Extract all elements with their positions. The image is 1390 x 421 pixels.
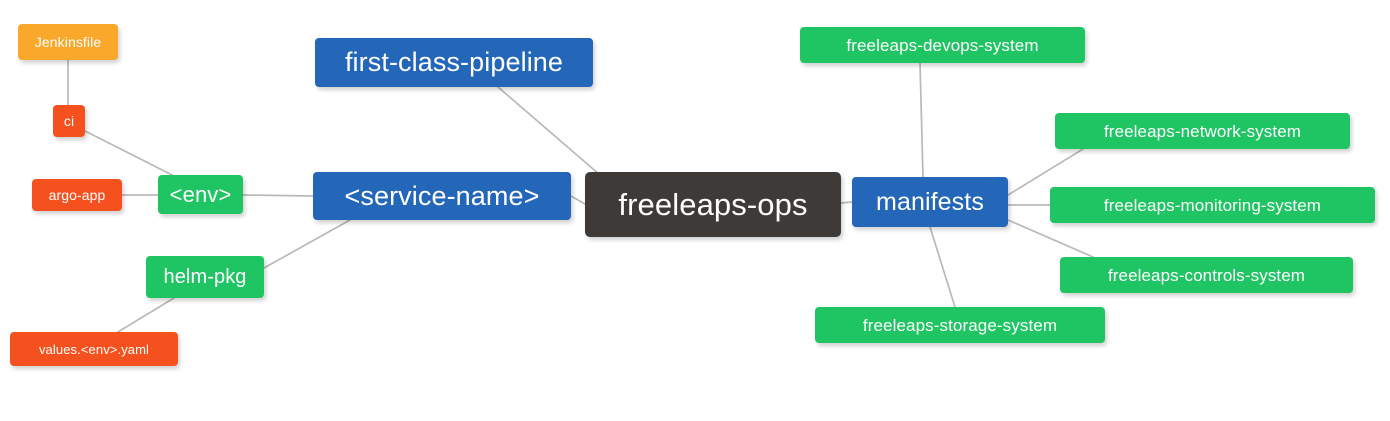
edge-root-to-manifests — [840, 201, 853, 204]
mindmap-node-label: argo-app — [48, 187, 106, 203]
mindmap-node-label: <env> — [169, 181, 232, 207]
mindmap-node-manifests[interactable]: manifests — [852, 177, 1008, 227]
mindmap-node-devops[interactable]: freeleaps-devops-system — [800, 27, 1085, 63]
mindmap-node-ci[interactable]: ci — [53, 105, 85, 137]
edge-root-to-service — [570, 195, 586, 205]
mindmap-node-label: values.<env>.yaml — [38, 341, 150, 357]
mindmap-node-label: freeleaps-network-system — [1103, 121, 1302, 141]
mindmap-node-root[interactable]: freeleaps-ops — [585, 172, 841, 237]
edge-manifests-to-controls — [1007, 219, 1094, 258]
mindmap-node-storage[interactable]: freeleaps-storage-system — [815, 307, 1105, 343]
edge-root-to-pipeline — [497, 86, 601, 176]
mindmap-node-label: ci — [63, 113, 75, 129]
edge-service-to-helm — [263, 219, 351, 269]
edge-manifests-to-devops — [919, 62, 924, 178]
mindmap-node-helm[interactable]: helm-pkg — [146, 256, 264, 298]
mindmap-node-label: <service-name> — [344, 180, 540, 211]
edge-env-to-ci — [84, 130, 179, 179]
mindmap-node-jenkins[interactable]: Jenkinsfile — [18, 24, 118, 60]
edge-service-to-env — [242, 194, 314, 197]
mindmap-node-label: freeleaps-storage-system — [862, 315, 1058, 335]
mindmap-node-pipeline[interactable]: first-class-pipeline — [315, 38, 593, 87]
mindmap-node-label: manifests — [876, 187, 984, 216]
mindmap-node-label: Jenkinsfile — [34, 34, 102, 50]
mindmap-node-controls[interactable]: freeleaps-controls-system — [1060, 257, 1353, 293]
mindmap-node-label: freeleaps-ops — [618, 187, 808, 222]
mindmap-node-label: freeleaps-monitoring-system — [1103, 195, 1322, 215]
mindmap-node-label: freeleaps-devops-system — [846, 35, 1039, 55]
edge-manifests-to-storage — [929, 226, 956, 308]
mindmap-node-service[interactable]: <service-name> — [313, 172, 571, 220]
mindmap-node-values[interactable]: values.<env>.yaml — [10, 332, 178, 366]
mindmap-node-monitoring[interactable]: freeleaps-monitoring-system — [1050, 187, 1375, 223]
edge-helm-to-values — [117, 297, 175, 333]
mindmap-node-label: first-class-pipeline — [344, 47, 564, 77]
mindmap-node-argo[interactable]: argo-app — [32, 179, 122, 211]
mindmap-node-label: freeleaps-controls-system — [1107, 265, 1306, 285]
mindmap-node-network[interactable]: freeleaps-network-system — [1055, 113, 1350, 149]
mindmap-node-env[interactable]: <env> — [158, 175, 243, 214]
mindmap-node-label: helm-pkg — [163, 266, 247, 288]
